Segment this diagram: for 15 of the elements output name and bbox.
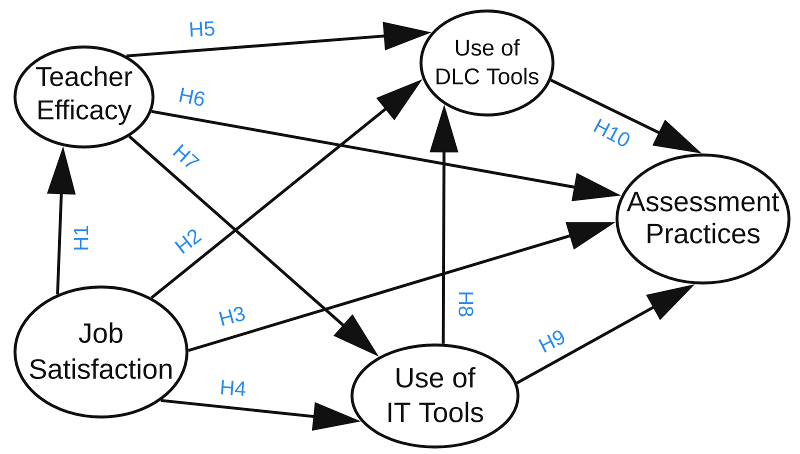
- edge-label: H2: [171, 225, 205, 257]
- edge-label: H7: [170, 141, 202, 173]
- edge-label: H8: [457, 289, 475, 319]
- edge-label: H3: [216, 304, 248, 328]
- ellipse-node: Use of IT Tools: [350, 344, 520, 448]
- edge-label: H4: [218, 378, 248, 398]
- edge-label: H5: [187, 20, 217, 38]
- edge-label: H6: [176, 86, 208, 108]
- edge-label: H10: [590, 116, 634, 150]
- edge-label: H1: [72, 223, 90, 253]
- ellipse-node: Job Satisfaction: [14, 286, 188, 418]
- ellipse-node: Assessment Practices: [616, 154, 790, 284]
- ellipse-node: Teacher Efficacy: [14, 46, 154, 148]
- edge-label: H9: [535, 326, 569, 356]
- ellipse-node: Use of DLC Tools: [420, 10, 554, 116]
